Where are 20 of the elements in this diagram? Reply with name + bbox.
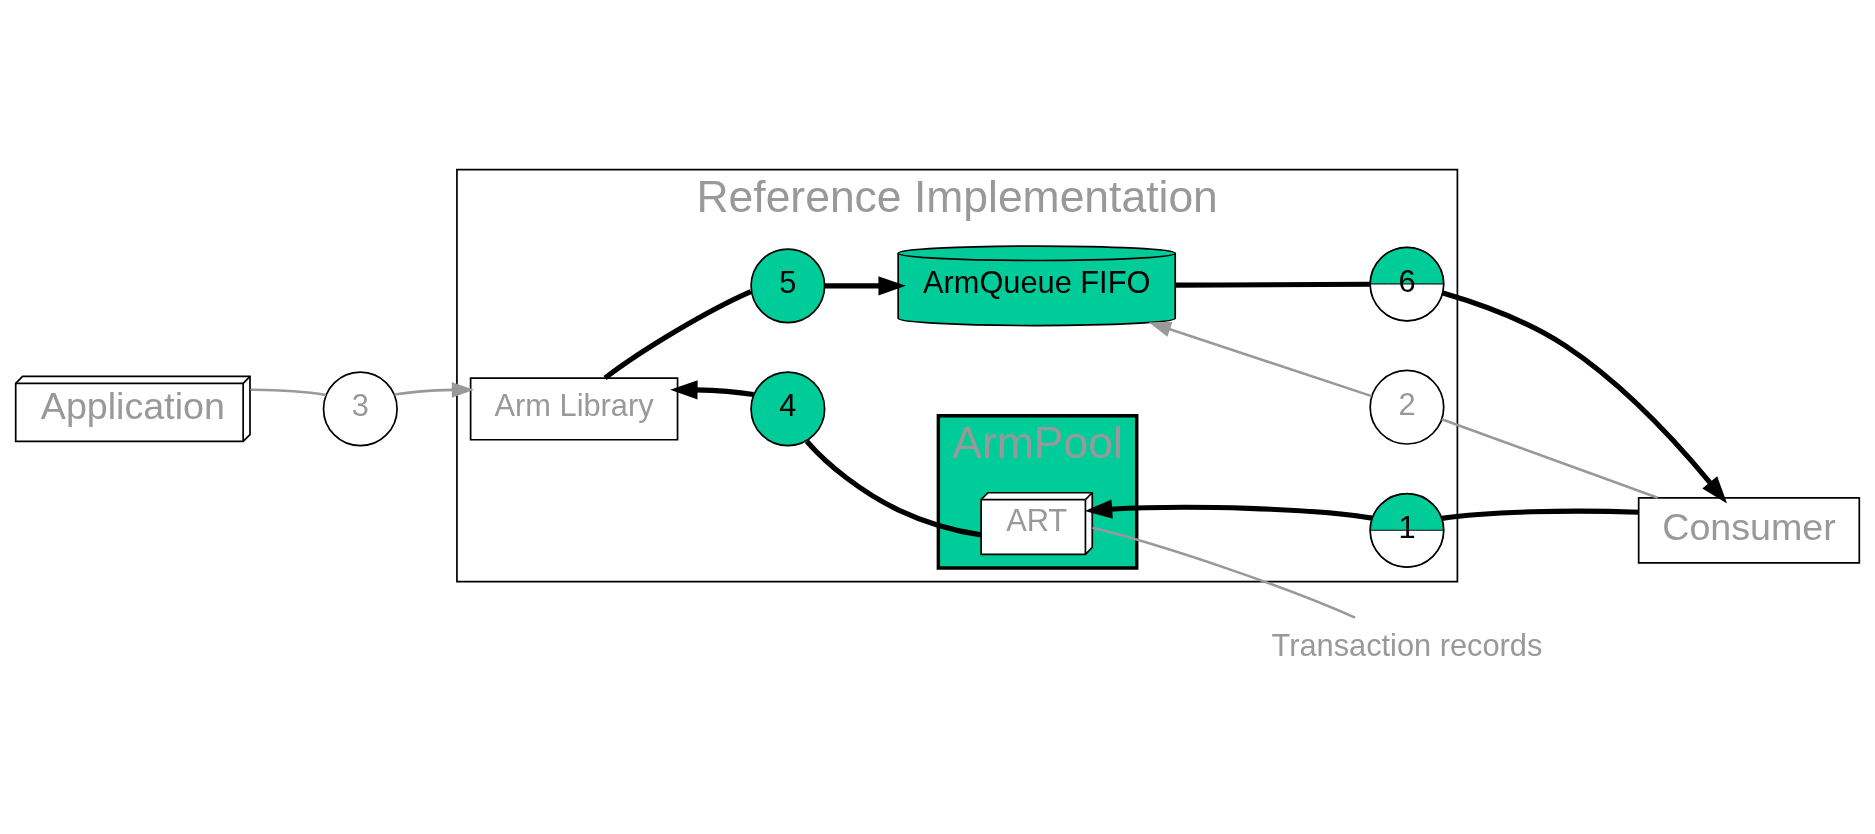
arrow bbox=[1148, 321, 1373, 397]
arrow bbox=[1442, 290, 1728, 504]
arrow bbox=[394, 381, 475, 398]
node-text: Transaction records bbox=[1271, 627, 1543, 663]
arrow bbox=[1084, 499, 1373, 521]
connector bbox=[1175, 281, 1370, 288]
node-circle: 2 bbox=[1369, 369, 1445, 445]
node-box: Consumer bbox=[1637, 496, 1861, 564]
node-circle: 3 bbox=[322, 370, 398, 447]
node-box: Arm Library bbox=[469, 376, 679, 441]
connector bbox=[250, 387, 327, 396]
connector bbox=[603, 288, 752, 380]
connector bbox=[1441, 417, 1659, 499]
node-circle: 5 bbox=[750, 247, 826, 323]
connector bbox=[1092, 526, 1356, 619]
node-circle: 4 bbox=[750, 370, 826, 447]
arrow bbox=[670, 379, 754, 399]
arrow bbox=[824, 275, 906, 295]
connector bbox=[804, 439, 982, 537]
connector bbox=[1441, 508, 1639, 521]
